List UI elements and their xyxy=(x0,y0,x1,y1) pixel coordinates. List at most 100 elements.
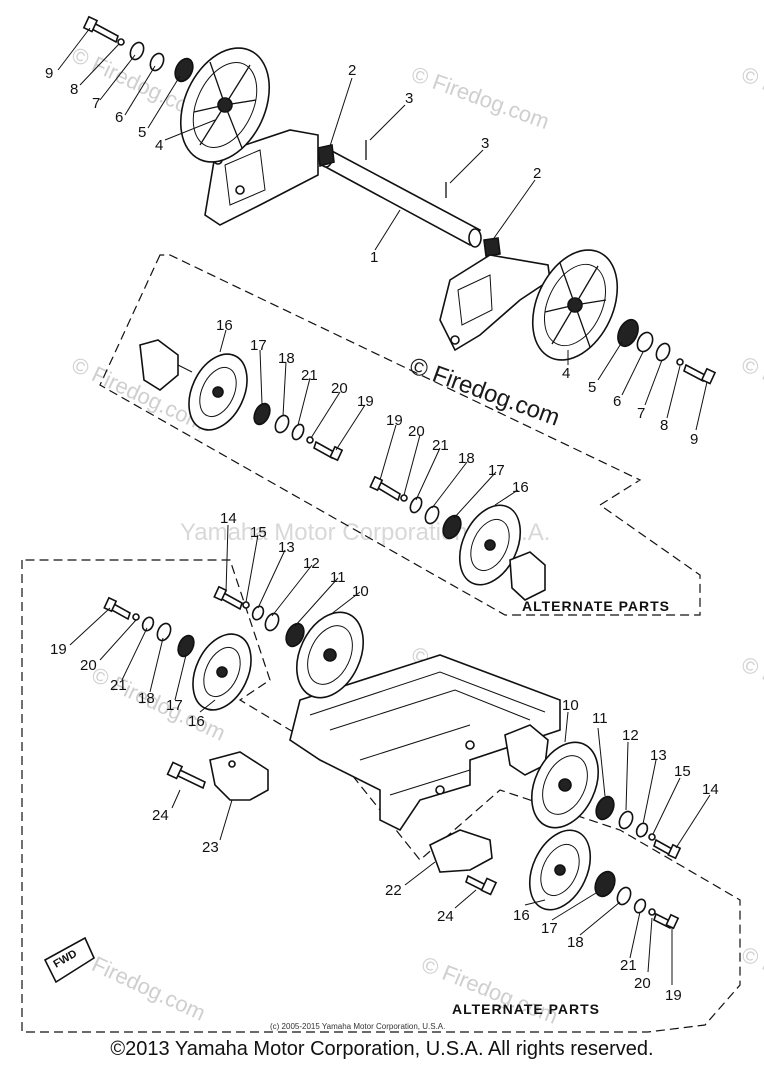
alt-wheel-left xyxy=(188,353,248,431)
callout-17: 17 xyxy=(541,920,558,937)
alt-wheel-lower-right xyxy=(528,829,592,911)
callout-16: 16 xyxy=(188,713,205,730)
watermark-firedog: © Firedog.com xyxy=(738,651,764,728)
washer-upper-left xyxy=(129,41,145,61)
alt-bearing-left xyxy=(253,402,271,426)
alt-washer-left xyxy=(291,423,305,441)
bolt-24-left xyxy=(166,761,206,790)
alt-bearing-right xyxy=(442,514,462,540)
collar-upper-left xyxy=(149,52,165,72)
callout-20: 20 xyxy=(634,975,651,992)
bolt-upper-right xyxy=(683,363,717,385)
alt-washer-lower-right xyxy=(633,898,647,914)
callout-3: 3 xyxy=(405,90,413,107)
callout-4: 4 xyxy=(562,365,570,382)
alt-bracket-right xyxy=(509,551,546,601)
callout-23: 23 xyxy=(202,839,219,856)
bearing-upper-right xyxy=(617,318,639,348)
collar-upper-right xyxy=(636,331,654,353)
bearing-lower-right xyxy=(595,795,615,821)
callout-9: 9 xyxy=(45,65,53,82)
alt-bracket-lower-right xyxy=(429,829,493,873)
idler-bracket-upper-right xyxy=(439,254,551,352)
watermark-firedog: © Firedog.com xyxy=(408,61,552,134)
callout-18: 18 xyxy=(458,450,475,467)
callout-1: 1 xyxy=(370,249,378,266)
callout-9: 9 xyxy=(690,431,698,448)
callout-2: 2 xyxy=(533,165,541,182)
callout-16: 16 xyxy=(512,479,529,496)
washer-upper-right xyxy=(655,342,671,362)
callout-labels: 9 8 7 6 5 4 2 3 3 2 1 4 5 6 7 8 9 16 17 … xyxy=(45,62,719,1004)
callout-7: 7 xyxy=(92,95,100,112)
leader-lines xyxy=(57,27,711,985)
washer-lower-left-12 xyxy=(251,605,265,621)
callout-8: 8 xyxy=(70,81,78,98)
alt-bolt-left xyxy=(313,440,344,462)
idler-wheel-upper-left xyxy=(179,47,271,163)
callout-5: 5 xyxy=(138,124,146,141)
collar-lower-left-11 xyxy=(264,612,280,632)
callout-14: 14 xyxy=(220,510,237,527)
callout-19: 19 xyxy=(665,987,682,1004)
callout-16: 16 xyxy=(513,907,530,924)
callout-17: 17 xyxy=(250,337,267,354)
clip-right-top xyxy=(483,237,501,257)
alt-collar-lower-left xyxy=(156,622,172,642)
callout-21: 21 xyxy=(432,437,449,454)
alt-lock-washer-left xyxy=(306,436,314,444)
alternate-parts-boundary-lower xyxy=(21,559,741,1033)
alt-bolt-lower-right xyxy=(653,912,680,930)
callout-17: 17 xyxy=(488,462,505,479)
callout-8: 8 xyxy=(660,417,668,434)
callout-10: 10 xyxy=(352,583,369,600)
bearing-lower-left-10 xyxy=(285,622,305,648)
callout-15: 15 xyxy=(674,763,691,780)
watermark-firedog: © Firedog.com xyxy=(738,941,764,1018)
callout-10: 10 xyxy=(562,697,579,714)
callout-18: 18 xyxy=(567,934,584,951)
lock-washer-upper-left xyxy=(117,38,125,46)
callout-18: 18 xyxy=(138,690,155,707)
alt-wheel-lower-left xyxy=(192,633,252,711)
bolt-lower-left-14 xyxy=(213,585,243,611)
callout-16: 16 xyxy=(216,317,233,334)
callout-14: 14 xyxy=(702,781,719,798)
callout-19: 19 xyxy=(50,641,67,658)
idler-wheel-lower-right xyxy=(531,741,599,829)
lock-washer-lower-right xyxy=(648,833,656,841)
callout-11: 11 xyxy=(592,710,608,727)
small-copyright: (c) 2005-2015 Yamaha Motor Corporation, … xyxy=(270,1022,445,1031)
callout-12: 12 xyxy=(303,555,320,572)
callout-15: 15 xyxy=(250,524,267,541)
callout-20: 20 xyxy=(331,380,348,397)
callout-18: 18 xyxy=(278,350,295,367)
bearing-upper-left xyxy=(174,57,194,83)
callout-21: 21 xyxy=(620,957,637,974)
lock-washer-upper-right xyxy=(676,358,684,366)
callout-20: 20 xyxy=(408,423,425,440)
alt-collar-lower-right xyxy=(616,886,632,906)
mount-bracket-23 xyxy=(209,751,269,801)
alt-bolt-lower-left xyxy=(103,596,131,621)
callout-17: 17 xyxy=(166,697,183,714)
callout-11: 11 xyxy=(330,569,346,586)
callout-12: 12 xyxy=(622,727,639,744)
lock-washer-lower-left xyxy=(242,601,250,609)
callout-5: 5 xyxy=(588,379,596,396)
exploded-parts-diagram: © Firedog.com © Firedog.com © Firedog.co… xyxy=(21,15,764,1033)
callout-6: 6 xyxy=(613,393,621,410)
callout-6: 6 xyxy=(115,109,123,126)
slide-rail-frame xyxy=(289,654,561,832)
idler-wheel-lower-center xyxy=(296,611,364,699)
bolt-lower-right xyxy=(653,838,682,860)
clip-left-top xyxy=(317,144,335,168)
alternate-parts-label: ALTERNATE PARTS xyxy=(522,598,670,614)
callout-19: 19 xyxy=(357,393,374,410)
washer-lower-right xyxy=(635,822,649,838)
callout-13: 13 xyxy=(278,539,295,556)
alt-lock-washer-right xyxy=(400,494,408,502)
footer-copyright: ©2013 Yamaha Motor Corporation, U.S.A. A… xyxy=(110,1038,654,1060)
alt-bracket-left xyxy=(139,339,193,391)
